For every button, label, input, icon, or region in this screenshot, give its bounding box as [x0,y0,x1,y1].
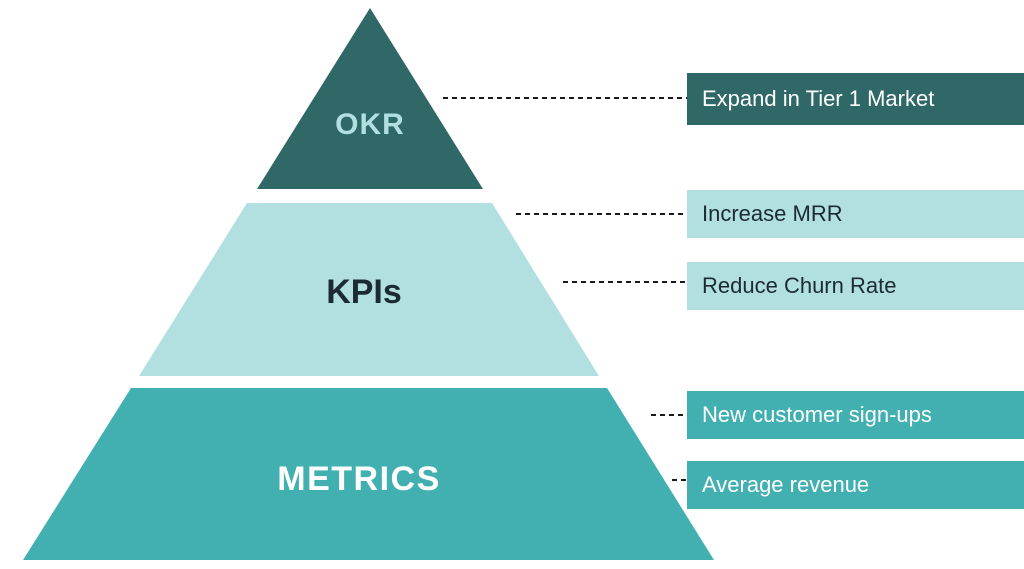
callout-increase-mrr-label: Increase MRR [702,201,843,226]
callout-average-revenue-label: Average revenue [702,472,870,497]
connector-line-kpis-reduce-churn-rate [563,281,687,283]
callout-expand-in-tier-1-market-label: Expand in Tier 1 Market [702,86,935,111]
pyramid-tier-okr-shape [257,8,483,189]
callout-average-revenue: Average revenue [687,461,1024,509]
connector-line-kpis-increase-mrr [516,213,687,215]
pyramid-tier-metrics-shape [23,388,714,560]
pyramid-tier-metrics-label: METRICS [277,460,441,498]
pyramid-tier-okr-label: OKR [335,108,405,141]
callout-reduce-churn-rate: Reduce Churn Rate [687,262,1024,310]
callout-new-customer-sign-ups: New customer sign-ups [687,391,1024,439]
callout-reduce-churn-rate-label: Reduce Churn Rate [702,273,897,298]
callout-increase-mrr: Increase MRR [687,190,1024,238]
callout-new-customer-sign-ups-label: New customer sign-ups [702,402,932,427]
connector-line-okr-expand-tier-1-market [443,97,687,99]
pyramid-tier-kpis-label: KPIs [326,273,402,311]
callout-expand-in-tier-1-market: Expand in Tier 1 Market [687,73,1024,125]
connector-line-metrics-average-revenue [672,479,687,481]
pyramid-tier-kpis-shape [139,203,599,376]
connector-line-metrics-new-customer-sign-ups [651,414,687,416]
